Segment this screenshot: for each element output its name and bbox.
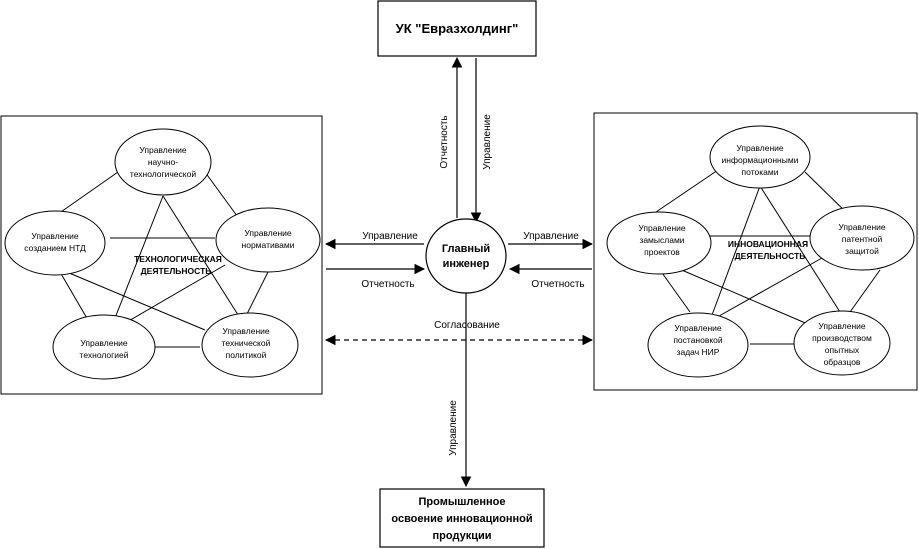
right-panel: Управление информационными потоками Упра… [593, 112, 918, 391]
report-up-label: Отчетность [439, 115, 450, 168]
left-report-label: Отчетность [361, 279, 414, 290]
chief-engineer-node: Главный инженер [425, 218, 507, 294]
left-node-4-line1: Управление [80, 338, 128, 348]
top-box-label: УК "Евразхолдинг" [396, 21, 519, 36]
left-node-5-line3: политикой [226, 350, 267, 360]
left-node-3-line2: нормативами [242, 240, 295, 250]
top-box: УК "Евразхолдинг" [377, 0, 537, 57]
right-node-2-line3: проектов [644, 247, 680, 257]
left-node-2-line1: Управление [31, 231, 79, 241]
right-node-1-line2: информационными [722, 155, 799, 165]
right-center-line2: ДЕЯТЕЛЬНОСТЬ [735, 251, 806, 261]
center-line2: инженер [443, 258, 490, 270]
left-node-2-line2: созданием НТД [24, 243, 86, 253]
horizontal-arrows [324, 238, 594, 346]
bottom-box-line1: Промышленное [419, 496, 506, 508]
left-panel: Управление научно- технологической Управ… [0, 115, 323, 395]
right-node-3-line2: патентной [842, 234, 883, 244]
right-manage-label: Управление [523, 231, 579, 242]
left-center-line1: ТЕХНОЛОГИЧЕСКАЯ [134, 254, 222, 264]
right-node-5-line1: Управление [818, 321, 866, 331]
left-node-3-line1: Управление [244, 228, 292, 238]
right-node-3-line1: Управление [838, 222, 886, 232]
right-node-4-line2: постановкой [673, 335, 723, 345]
right-connectors [655, 169, 881, 345]
right-node-1-line1: Управление [736, 143, 784, 153]
center-line1: Главный [442, 243, 490, 255]
right-node-2-line1: Управление [638, 223, 686, 233]
right-node-5-line2: производством [812, 333, 872, 343]
right-node-4-line1: Управление [674, 323, 722, 333]
left-node-4-line2: технологией [80, 350, 129, 360]
bottom-box-line2: освоение инновационной [391, 513, 532, 525]
right-node-4-line3: задач НИР [677, 347, 720, 357]
right-node-1-line3: потоками [742, 167, 779, 177]
left-node-1-line3: технологической [130, 169, 196, 179]
left-connectors [57, 171, 269, 348]
right-center-line1: ИННОВАЦИОННАЯ [728, 239, 808, 249]
vertical-arrows [451, 56, 482, 488]
right-node-2-line2: замыслами [639, 235, 684, 245]
bottom-box: Промышленное освоение инновационной прод… [379, 488, 545, 548]
bottom-manage-label: Управление [448, 400, 459, 456]
left-center-line2: ДЕЯТЕЛЬНОСТЬ [141, 266, 212, 276]
right-node-3-line3: защитой [845, 246, 879, 256]
left-node-5-line1: Управление [222, 326, 270, 336]
right-node-5-line4: образцов [824, 357, 861, 367]
left-node-5-line2: технической [222, 338, 271, 348]
bottom-box-line3: продукции [433, 530, 492, 542]
coordination-label: Согласование [434, 320, 500, 331]
right-node-5-line3: опытных [825, 345, 860, 355]
manage-down-label: Управление [482, 114, 493, 170]
left-node-1-line1: Управление [139, 145, 187, 155]
left-node-1-line2: научно- [148, 157, 178, 167]
left-manage-label: Управление [362, 231, 418, 242]
right-report-label: Отчетность [531, 279, 584, 290]
